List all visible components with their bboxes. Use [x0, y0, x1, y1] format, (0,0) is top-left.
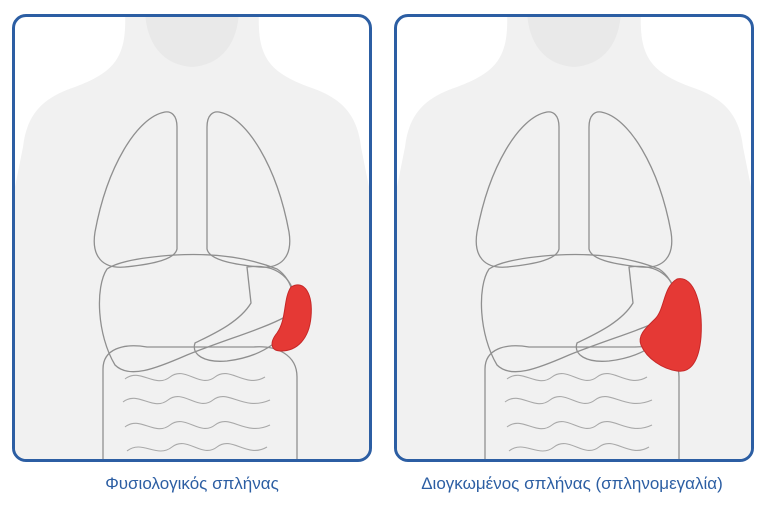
torso-illustration-normal: [15, 17, 369, 459]
caption-enlarged-spleen: Διογκωμένος σπλήνας (σπληνομεγαλία): [380, 474, 764, 494]
panel-normal-spleen: [12, 14, 372, 462]
torso-silhouette: [397, 17, 751, 459]
panel-enlarged-spleen: [394, 14, 754, 462]
torso-illustration-enlarged: [397, 17, 751, 459]
torso-silhouette: [15, 17, 369, 459]
caption-normal-spleen: Φυσιολογικός σπλήνας: [12, 474, 372, 494]
